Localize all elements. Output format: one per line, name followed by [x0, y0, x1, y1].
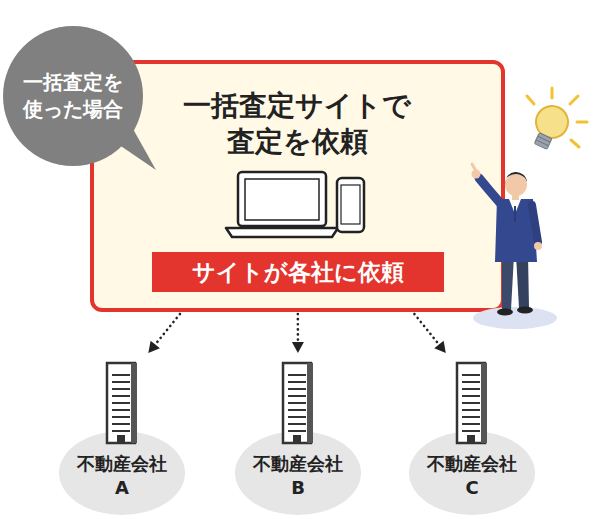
- panel-title: 一括査定サイトで 査定を依頼: [177, 88, 418, 161]
- company-node: 不動産会社 B: [233, 355, 363, 517]
- speech-bubble: 一括査定を 使った場合: [0, 22, 160, 174]
- company-label: 不動産会社 B: [248, 452, 349, 501]
- company-label: 不動産会社 C: [422, 452, 523, 501]
- site-panel: 一括査定サイトで 査定を依頼サイトが各社に依頼: [90, 60, 505, 312]
- company-node: 不動産会社 C: [407, 355, 537, 517]
- dotted-arrow: [148, 314, 180, 353]
- dotted-arrow: [414, 314, 445, 353]
- band-label: サイトが各社に依頼: [192, 252, 404, 292]
- company-node: 不動産会社 A: [57, 355, 187, 517]
- company-label: 不動産会社 A: [72, 452, 173, 501]
- dotted-arrow: [292, 314, 304, 353]
- request-band: サイトが各社に依頼: [152, 252, 444, 292]
- bubble-label: 一括査定を 使った場合: [17, 69, 129, 123]
